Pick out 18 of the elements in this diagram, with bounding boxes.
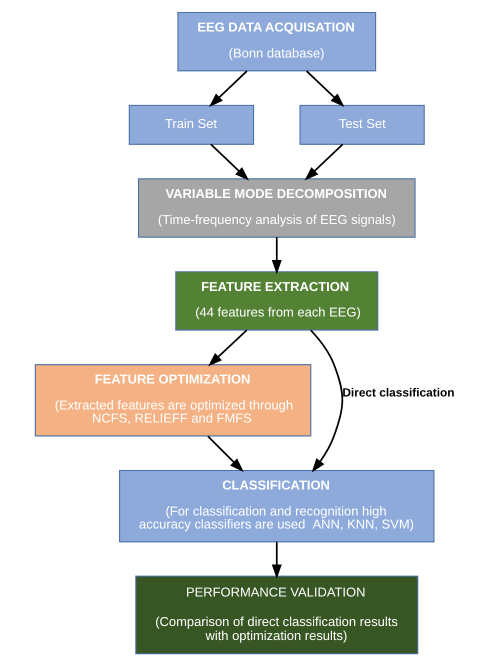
arrow — [272, 542, 282, 579]
node-box: FEATURE EXTRACTION (44 features from each EEG) — [175, 271, 378, 331]
arrow — [210, 144, 249, 181]
arrow — [304, 144, 344, 181]
node-box: Test Set — [299, 104, 425, 145]
arrow — [207, 436, 244, 472]
arrow — [310, 330, 344, 472]
edge-label: Direct classification — [342, 386, 455, 400]
node-box: VARIABLE MODE DECOMPOSITION (Time-frequency analysis of EEG signals) — [138, 178, 416, 238]
arrow — [272, 237, 282, 274]
node-box: CLASSIFICATION (For classification and recognition high accuracy classifiers are used ANN, KNN, SVM) — [119, 470, 434, 542]
node-box: FEATURE OPTIMIZATION (Extracted features are optimized through NCFS, RELIEFF and FMFS — [34, 364, 312, 436]
node-box: Train Set — [128, 104, 254, 145]
node-box: PERFORMANCE VALIDATION (Comparison of direct classification results with optimization results) — [135, 576, 418, 654]
arrow — [306, 70, 344, 107]
node-box: EEG DATA ACQUISATION (Bonn database) — [177, 12, 376, 72]
arrow — [209, 70, 248, 107]
arrow — [208, 329, 248, 366]
